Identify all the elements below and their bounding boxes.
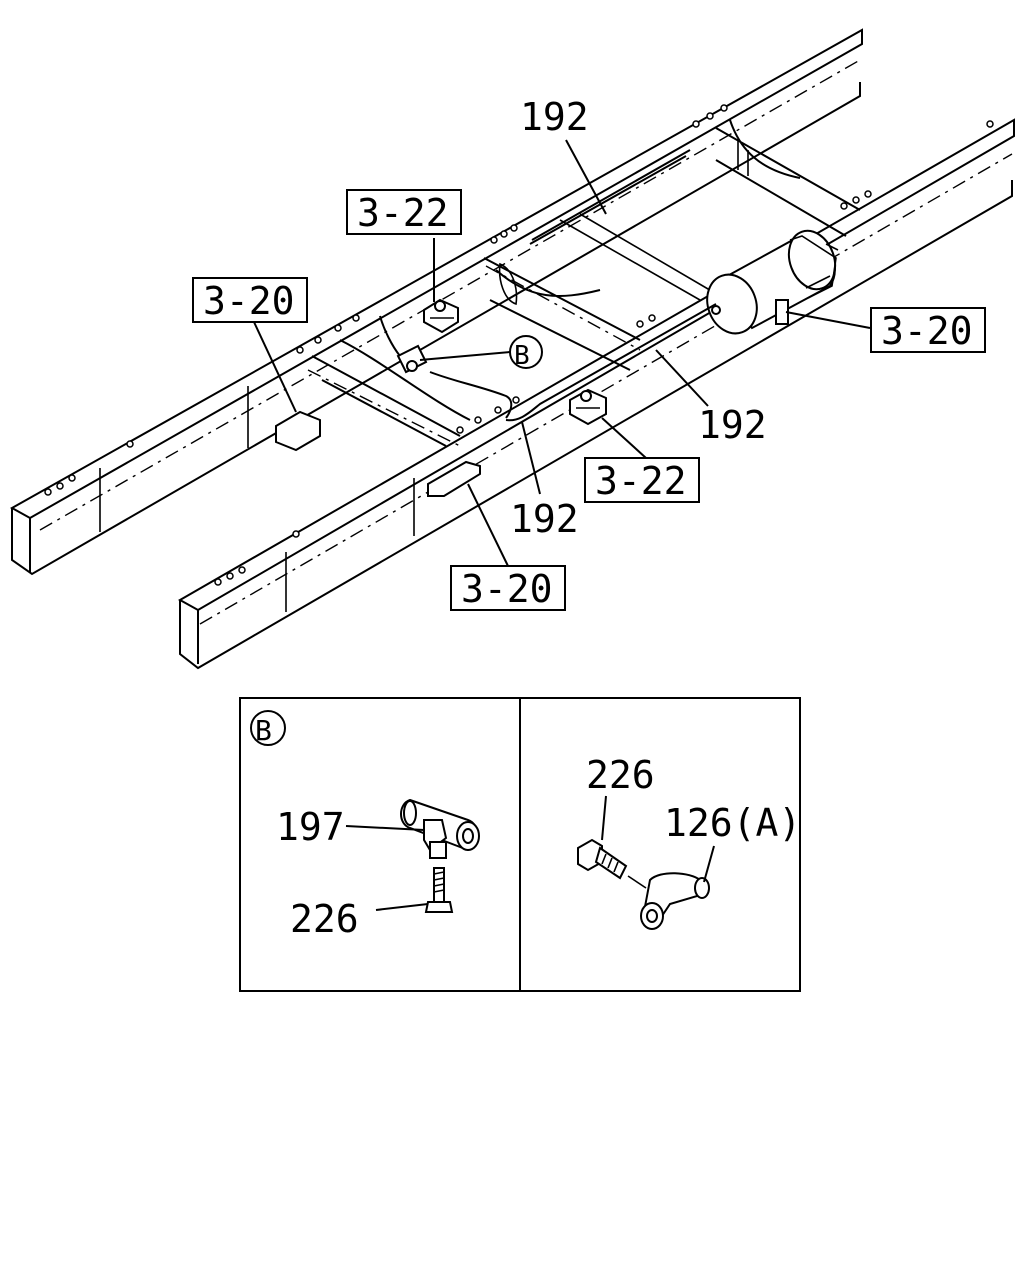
air-pipes xyxy=(379,149,717,422)
valve-bracket-upper xyxy=(423,298,459,334)
svg-text:3-20: 3-20 xyxy=(203,279,295,323)
bolt-226-right xyxy=(577,838,628,880)
svg-text:3-22: 3-22 xyxy=(357,191,449,235)
leader-lines xyxy=(253,139,871,567)
detail-b-label: B xyxy=(250,710,286,747)
svg-text:192: 192 xyxy=(510,497,579,541)
tee-fitting-197 xyxy=(400,798,480,859)
elbow-126a xyxy=(640,872,710,930)
frame-plate-bottom xyxy=(427,460,481,497)
callout-3-22-bottom[interactable]: 3-22 xyxy=(584,457,700,503)
left-frame-rail xyxy=(9,28,863,576)
callout-3-20-bottom[interactable]: 3-20 xyxy=(450,565,566,611)
callout-192-top: 192 xyxy=(520,95,589,139)
callout-3-20-left[interactable]: 3-20 xyxy=(192,277,308,323)
svg-text:3-20: 3-20 xyxy=(461,567,553,611)
svg-text:3-22: 3-22 xyxy=(595,459,687,503)
label-226-right: 226 xyxy=(586,753,655,797)
bolt-226-left xyxy=(424,867,454,913)
detail-b-panel: B 197 226 xyxy=(239,697,801,992)
callout-192-bottom: 192 xyxy=(510,497,579,541)
label-126a: 126(A) xyxy=(664,801,801,845)
leader-226-right xyxy=(601,795,607,841)
callout-3-20-right[interactable]: 3-20 xyxy=(870,307,986,353)
leader-126a xyxy=(703,845,715,883)
svg-text:B: B xyxy=(255,714,272,747)
svg-text:192: 192 xyxy=(520,95,589,139)
label-197: 197 xyxy=(276,805,345,849)
svg-text:B: B xyxy=(514,341,530,371)
frame-plate-left xyxy=(275,410,321,452)
detail-b-marker[interactable]: B xyxy=(509,335,543,371)
valve-bracket-lower xyxy=(569,388,607,426)
brackets xyxy=(275,298,607,497)
callout-192-right: 192 xyxy=(698,403,767,447)
cross-members xyxy=(307,119,861,447)
svg-text:192: 192 xyxy=(698,403,767,447)
tee-fitting-main xyxy=(396,344,428,374)
air-tank xyxy=(706,229,839,335)
label-226-left: 226 xyxy=(290,897,359,941)
callout-3-22-top[interactable]: 3-22 xyxy=(346,189,462,235)
svg-text:3-20: 3-20 xyxy=(881,309,973,353)
